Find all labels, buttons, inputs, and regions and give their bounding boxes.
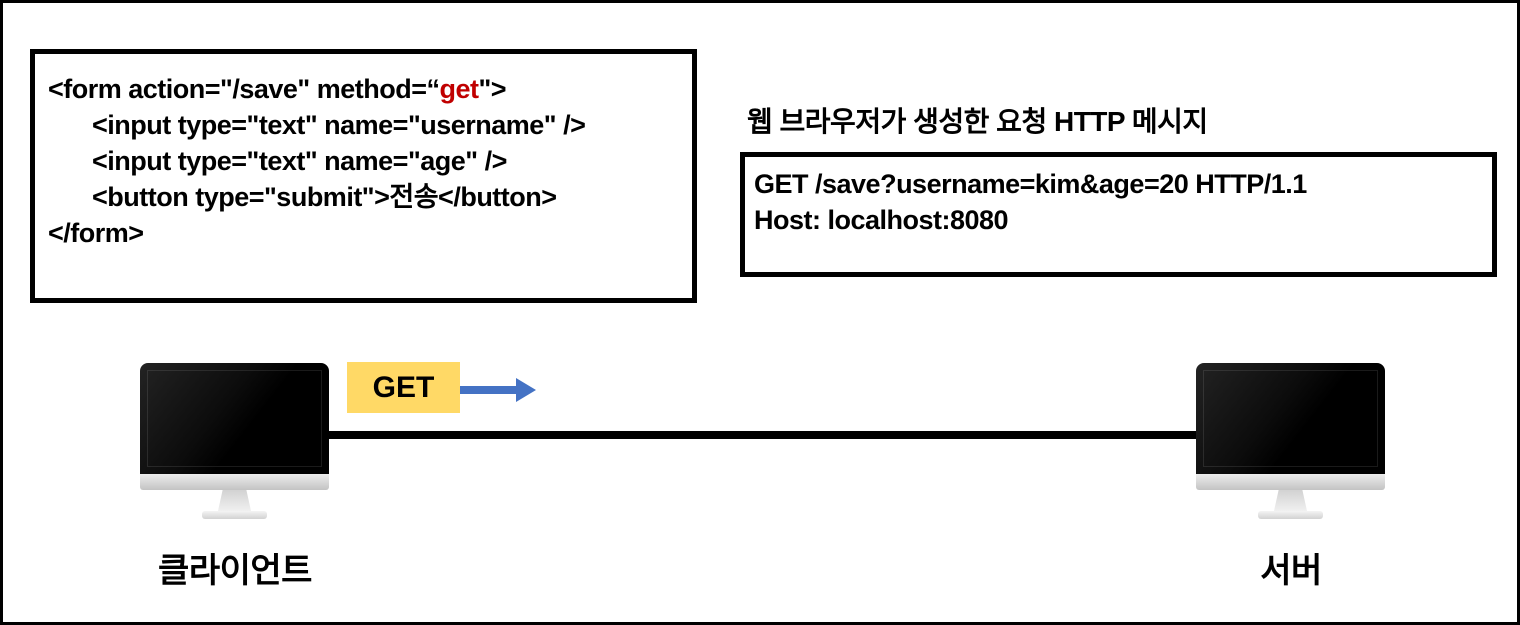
code-line-input-username: <input type="text" name="username" /> <box>92 110 586 140</box>
monitor-stand-neck <box>1274 490 1307 511</box>
monitor-screen <box>140 363 329 474</box>
monitor-stand-base <box>202 511 267 519</box>
http-host-line: Host: localhost:8080 <box>754 205 1009 235</box>
request-arrow-icon <box>460 386 516 394</box>
get-method-badge: GET <box>347 362 460 413</box>
code-line-form-close: </form> <box>48 218 144 248</box>
server-label: 서버 <box>1260 552 1322 590</box>
request-arrowhead-icon <box>516 378 536 402</box>
network-link-line <box>329 431 1196 439</box>
server-monitor-icon <box>1196 363 1385 519</box>
client-monitor-icon <box>140 363 329 519</box>
code-text-post: "> <box>478 74 507 104</box>
http-message-panel: GET /save?username=kim&age=20 HTTP/1.1 H… <box>740 152 1497 277</box>
http-message-title: 웹 브라우저가 생성한 요청 HTTP 메시지 <box>747 106 1208 137</box>
code-line-submit-button: <button type="submit">전송</button> <box>92 182 557 212</box>
code-line-form-open: <form action="/save" method=“get"> <box>48 71 686 107</box>
code-text-pre: <form action="/save" method=“ <box>48 74 440 104</box>
monitor-screen <box>1196 363 1385 474</box>
monitor-bezel <box>140 474 329 490</box>
monitor-stand-neck <box>218 490 251 511</box>
client-label: 클라이언트 <box>158 552 312 590</box>
monitor-bezel <box>1196 474 1385 490</box>
form-code-panel: <form action="/save" method=“get"> <inpu… <box>30 49 697 303</box>
monitor-stand-base <box>1258 511 1323 519</box>
http-request-line: GET /save?username=kim&age=20 HTTP/1.1 <box>754 169 1307 199</box>
code-line-input-age: <input type="text" name="age" /> <box>92 146 507 176</box>
method-get-highlight: get <box>439 74 479 104</box>
